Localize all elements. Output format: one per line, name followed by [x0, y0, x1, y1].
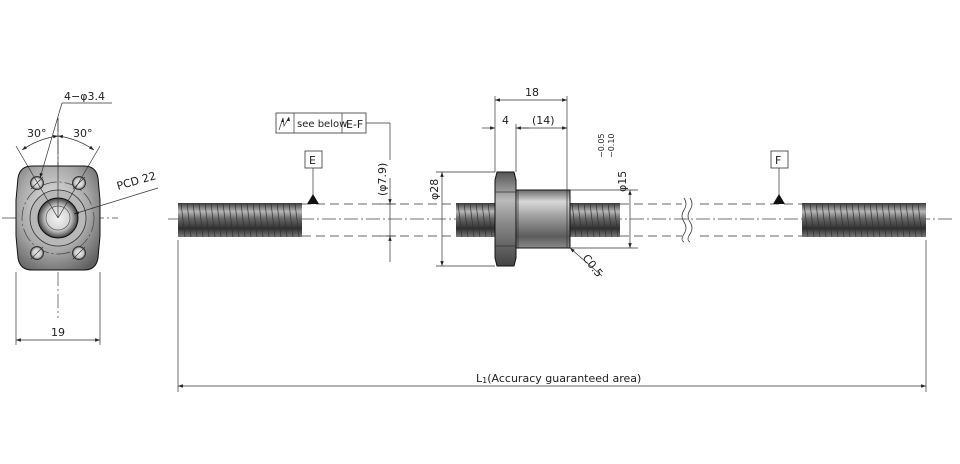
angle-right-label: 30° — [73, 127, 93, 140]
datum-e: E — [304, 150, 323, 204]
length-dims: 18 4 (14) — [482, 86, 568, 190]
break-symbol — [681, 197, 693, 243]
body-dia-label: φ15 — [616, 171, 629, 192]
runout-note-label: see below — [297, 119, 347, 130]
end-view: 30° 30° 4−φ3.4 PCD 22 19 — [2, 90, 159, 345]
body-dia-tol-lower: −0.10 — [607, 133, 616, 158]
total-runout-icon — [278, 116, 290, 131]
body-dia-tol-upper: −0.05 — [597, 133, 606, 158]
pcd-circle — [21, 181, 95, 255]
l1-label: L1(Accuracy guaranteed area) — [476, 372, 641, 385]
mounting-holes — [30, 176, 86, 260]
l1-subscript: 1 — [482, 376, 487, 385]
chamfer-callout: C0.5 — [569, 247, 605, 280]
l1-dimension: L1(Accuracy guaranteed area) — [177, 240, 927, 392]
root-dia-label: (φ7.9) — [376, 163, 389, 196]
shaft-side-view: (φ7.9) φ28 φ15 −0.05 −0.10 18 — [168, 86, 952, 392]
hole-callout-label: 4−φ3.4 — [64, 90, 105, 103]
body-length-label: (14) — [532, 114, 555, 127]
body-dia-dim: φ15 −0.05 −0.10 — [570, 133, 638, 249]
threaded-section-right-nut — [570, 202, 620, 238]
runout-ref-label: E-F — [346, 118, 363, 131]
l1-symbol: L — [476, 372, 483, 385]
l1-text: (Accuracy guaranteed area) — [487, 372, 641, 385]
width-dim-label: 19 — [51, 326, 65, 339]
angle-left-label: 30° — [27, 127, 47, 140]
datum-f-label: F — [775, 154, 781, 167]
root-dia-dim: (φ7.9) — [376, 163, 396, 262]
threaded-section-far-right — [802, 202, 926, 238]
flange-dia-dim: φ28 — [428, 171, 495, 267]
nut-flange-side — [494, 171, 517, 267]
runout-frame: see below E-F — [275, 112, 391, 160]
pcd-label: PCD 22 — [115, 169, 157, 193]
threaded-section-left — [178, 202, 302, 238]
flange-dia-label: φ28 — [428, 179, 441, 200]
nut-body-side — [515, 189, 571, 249]
total-length-label: 18 — [525, 86, 539, 99]
nut-side — [494, 171, 571, 267]
datum-e-label: E — [309, 154, 316, 167]
threaded-section-mid — [456, 202, 496, 238]
datum-f: F — [770, 150, 789, 204]
flange-length-label: 4 — [502, 114, 509, 127]
